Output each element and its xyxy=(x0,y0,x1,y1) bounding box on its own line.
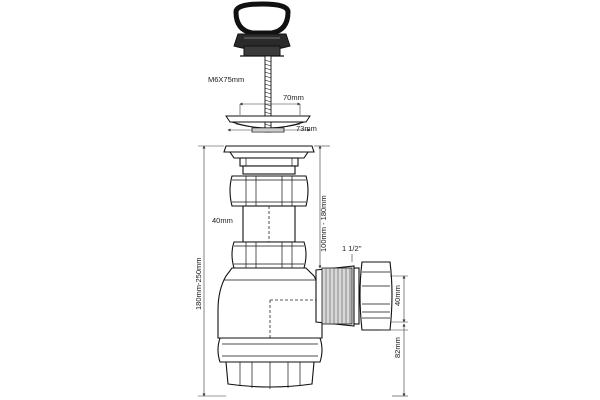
adjustable-height-label: 100mm - 180mm xyxy=(319,195,328,252)
sink-flange xyxy=(223,145,315,167)
bottle-body xyxy=(217,267,324,339)
screw xyxy=(264,55,272,133)
lower-union-nut xyxy=(231,241,307,269)
outlet-nut xyxy=(359,261,393,331)
total-height-label: 180mm-250mm xyxy=(194,257,203,310)
pipe-diameter-label: 40mm xyxy=(212,216,233,225)
strainer-inner-label: 70mm xyxy=(283,93,304,102)
upper-union-nut xyxy=(229,165,309,207)
outlet-diameter-label: 40mm xyxy=(393,285,402,306)
outlet-thread xyxy=(315,265,355,327)
outlet-washer xyxy=(353,267,360,325)
tailpiece-pipe xyxy=(242,205,296,243)
bottom-cap xyxy=(217,337,323,389)
plug-stopper xyxy=(233,1,291,57)
strainer-outer-label: 73mm xyxy=(296,124,317,133)
outlet-height-label: 82mm xyxy=(393,337,402,358)
outlet-thread-label: 1 1/2'' xyxy=(342,244,362,253)
screw-label: M6X75mm xyxy=(208,75,244,84)
